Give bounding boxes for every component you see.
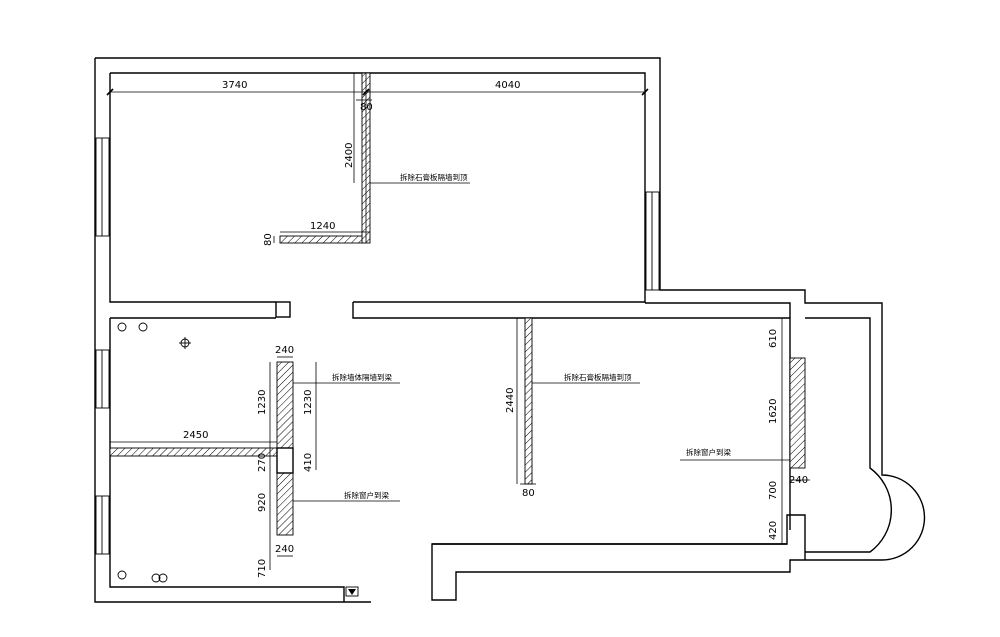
fixture-box <box>345 586 359 597</box>
window-left-top <box>95 137 110 237</box>
dim-right-1620: 1620 <box>768 399 779 424</box>
room1-inner <box>109 72 646 303</box>
dim-lower-920: 920 <box>257 493 268 512</box>
note-remove-window-beam-left: 拆除窗户到梁 <box>344 490 389 500</box>
fixture-circle-2 <box>138 322 148 332</box>
dimension-labels: 3740 4040 80 2400 1240 80 240 1230 1230 … <box>183 80 808 578</box>
partition-mid <box>524 317 533 485</box>
dim-lower-1230-b: 1230 <box>303 390 314 415</box>
fixtures <box>117 322 359 597</box>
note-remove-gypsum-top: 拆除石膏板隔墙到顶 <box>400 172 468 182</box>
dim-lower-710: 710 <box>257 559 268 578</box>
dim-wall-2400: 2400 <box>344 143 355 168</box>
dim-lower-240-top: 240 <box>275 345 294 356</box>
outer-wall-left-bottom <box>94 58 371 603</box>
note-remove-gypsum-mid: 拆除石膏板隔墙到顶 <box>564 372 632 382</box>
dim-lower-2450: 2450 <box>183 430 208 441</box>
dim-mid-2440: 2440 <box>505 388 516 413</box>
dim-lower-410: 410 <box>303 453 314 472</box>
wall-right-window <box>789 357 806 469</box>
dim-wall-80-top: 80 <box>360 102 373 113</box>
annotations: 拆除石膏板隔墙到顶 拆除墙体隔墙到梁 拆除窗户到梁 拆除石膏板隔墙到顶 拆除窗户… <box>332 172 731 500</box>
outer-wall-outline <box>95 57 926 601</box>
dim-top-left: 3740 <box>222 80 247 91</box>
wall-2450 <box>109 447 278 457</box>
corridor-wall <box>352 301 791 530</box>
fixture-circle-3 <box>117 570 127 580</box>
hatched-walls <box>109 72 806 536</box>
dimension-lines <box>106 73 810 570</box>
dim-wall-1240: 1240 <box>310 221 335 232</box>
fixture-circle-1 <box>117 322 127 332</box>
dim-right-610: 610 <box>768 329 779 348</box>
room1-right-inner <box>645 302 791 318</box>
wall-gap-box <box>276 447 294 474</box>
partition-horizontal-top <box>279 235 363 244</box>
dim-top-right: 4040 <box>495 80 520 91</box>
wall-240-lower <box>276 472 294 536</box>
dim-right-700: 700 <box>768 481 779 500</box>
fixture-circle-5 <box>158 573 168 583</box>
note-remove-window-beam-right: 拆除窗户到梁 <box>686 447 731 457</box>
dim-lower-270: 270 <box>257 453 268 472</box>
windows <box>95 137 660 555</box>
window-right-top <box>645 191 660 291</box>
door-stub-left <box>275 301 291 318</box>
dim-wall-80-left: 80 <box>263 233 274 246</box>
window-left-mid <box>95 349 110 409</box>
dim-right-420: 420 <box>768 521 779 540</box>
dim-mid-80: 80 <box>522 488 535 499</box>
balcony-inner <box>805 317 892 553</box>
dim-lower-1230-a: 1230 <box>257 390 268 415</box>
note-remove-wall-beam: 拆除墙体隔墙到梁 <box>332 372 392 382</box>
dim-lower-240-bottom: 240 <box>275 544 294 555</box>
window-left-bottom <box>95 495 110 555</box>
fixture-triangle <box>348 589 356 595</box>
dim-right-240: 240 <box>789 475 808 486</box>
wall-240-upper <box>276 361 294 449</box>
outer-walls <box>94 57 926 603</box>
fixture-circle-4 <box>151 573 161 583</box>
